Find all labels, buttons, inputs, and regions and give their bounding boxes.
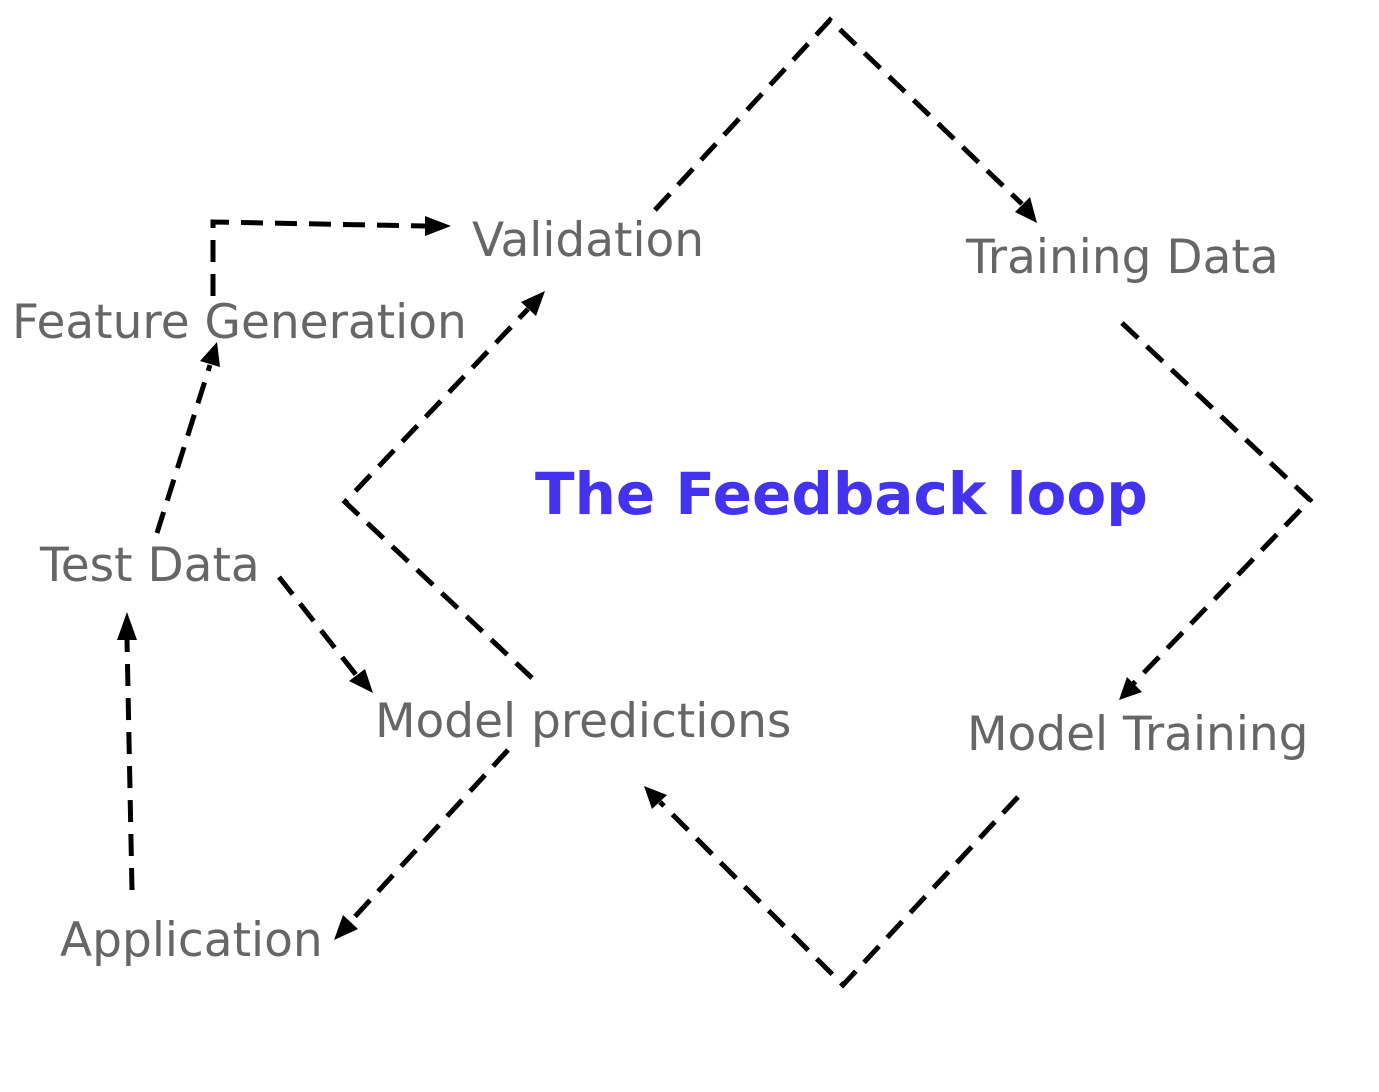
- edge-test-data-to-model-predictions: [277, 575, 359, 678]
- arrowhead-model-predictions: [644, 786, 667, 809]
- node-application: Application: [60, 913, 323, 968]
- edge-model-predictions-to-application: [348, 748, 510, 924]
- arrowhead-training-data: [1015, 197, 1037, 223]
- arrowhead-application: [334, 915, 358, 940]
- edge-validation-to-training-data: [653, 16, 1024, 212]
- edge-model-predictions-to-validation: [341, 307, 534, 680]
- nodes: Validation Training Data Feature Generat…: [12, 213, 1309, 968]
- node-model-training: Model Training: [967, 707, 1309, 762]
- edge-model-training-to-model-predictions: [658, 795, 1020, 989]
- arrowhead-test-data: [117, 612, 137, 640]
- node-validation: Validation: [472, 213, 704, 268]
- node-model-predictions: Model predictions: [375, 694, 791, 749]
- edge-training-data-to-model-training: [1120, 321, 1314, 686]
- edge-test-data-to-feature-generation: [154, 364, 213, 534]
- node-training-data: Training Data: [965, 230, 1279, 285]
- arrowhead-model-predictions-from-test: [349, 669, 373, 693]
- arrowhead-feature-generation: [200, 342, 220, 367]
- edge-application-to-test-data: [124, 639, 135, 891]
- node-feature-generation: Feature Generation: [12, 295, 467, 350]
- node-test-data: Test Data: [39, 538, 260, 593]
- arrowhead-model-training: [1119, 677, 1142, 700]
- arrowhead-validation-from-loop: [521, 291, 545, 316]
- arrowhead-validation-from-features: [425, 216, 451, 236]
- diagram-title: The Feedback loop: [535, 460, 1148, 528]
- edges: [117, 16, 1314, 989]
- edge-feature-generation-to-validation: [210, 219, 426, 296]
